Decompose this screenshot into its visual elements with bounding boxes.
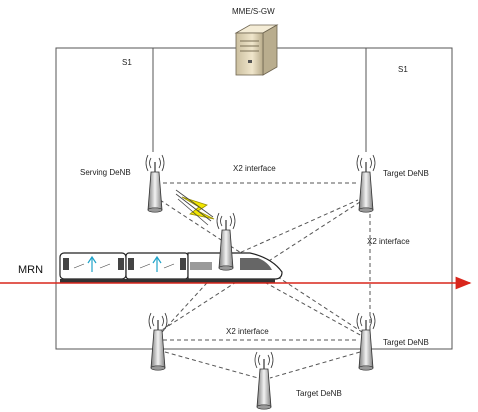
mobile-relay-tower-icon	[216, 212, 236, 271]
serving-denb-tower-icon	[145, 154, 165, 213]
core-label: MME/S-GW	[232, 7, 275, 16]
target-denb-top-right-tower-icon	[356, 154, 376, 213]
s1-right-label: S1	[398, 65, 408, 74]
train-icon	[59, 252, 283, 283]
x2-right-label: X2 interface	[367, 237, 410, 246]
coverage-frame	[55, 47, 453, 350]
target-denb-bottom-center-tower-icon	[254, 351, 274, 410]
target-denb-bottom-left-tower-icon	[148, 312, 168, 371]
target-denb-bottom-center-label: Target DeNB	[296, 389, 342, 398]
mrn-label: MRN	[18, 264, 43, 276]
s1-left-label: S1	[122, 58, 132, 67]
x2-top-label: X2 interface	[233, 164, 276, 173]
lightning-icon	[181, 196, 215, 220]
target-denb-bottom-right-tower-icon	[356, 312, 376, 371]
serving-denb-label: Serving DeNB	[80, 168, 131, 177]
target-denb-top-right-label: Target DeNB	[383, 169, 429, 178]
target-denb-bottom-right-label: Target DeNB	[383, 338, 429, 347]
server-icon	[234, 24, 279, 76]
x2-bottom-label: X2 interface	[226, 327, 269, 336]
